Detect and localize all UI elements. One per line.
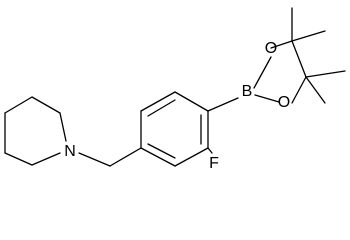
bond-c-c (291, 40, 307, 78)
bond-aryl-f (207, 147, 213, 154)
bond-c-o-lower (291, 76, 307, 104)
bond-pip-6 (59, 112, 67, 142)
bond-ar-double-3 (147, 143, 176, 159)
bond-pip-2 (4, 152, 33, 166)
bond-o-upper-c (270, 40, 293, 49)
bond-methyl-4 (305, 76, 326, 104)
bond-o-lower-b (254, 94, 280, 103)
bond-methyl-3 (305, 70, 346, 78)
bond-pip-1 (31, 152, 61, 166)
bond-ar-3 (174, 91, 209, 112)
bond-n-ch2 (78, 152, 111, 167)
fluorine-label: F (209, 155, 219, 172)
bond-pip-5 (31, 96, 61, 114)
bond-ch2-aryl (109, 147, 142, 167)
pinacol-boronate-ring (253, 7, 346, 104)
bond-methyl-2 (291, 30, 326, 42)
piperidine-ring (4, 96, 67, 166)
bond-ar-double-1 (147, 99, 176, 117)
bond-pip-4 (4, 96, 33, 114)
benzene-ring (140, 91, 209, 167)
bond-ar-5 (174, 147, 209, 167)
nitrogen-label: N (64, 143, 76, 160)
oxygen-lower-label: O (278, 94, 290, 111)
bond-ar-6 (140, 147, 176, 167)
bond-ar-2 (140, 91, 176, 112)
oxygen-upper-label: O (265, 40, 277, 57)
boron-label: B (242, 83, 253, 100)
bond-b-o-upper (253, 56, 272, 89)
bond-aryl-b (207, 97, 239, 112)
chemical-structure-diagram: N F B O O (4, 7, 346, 173)
